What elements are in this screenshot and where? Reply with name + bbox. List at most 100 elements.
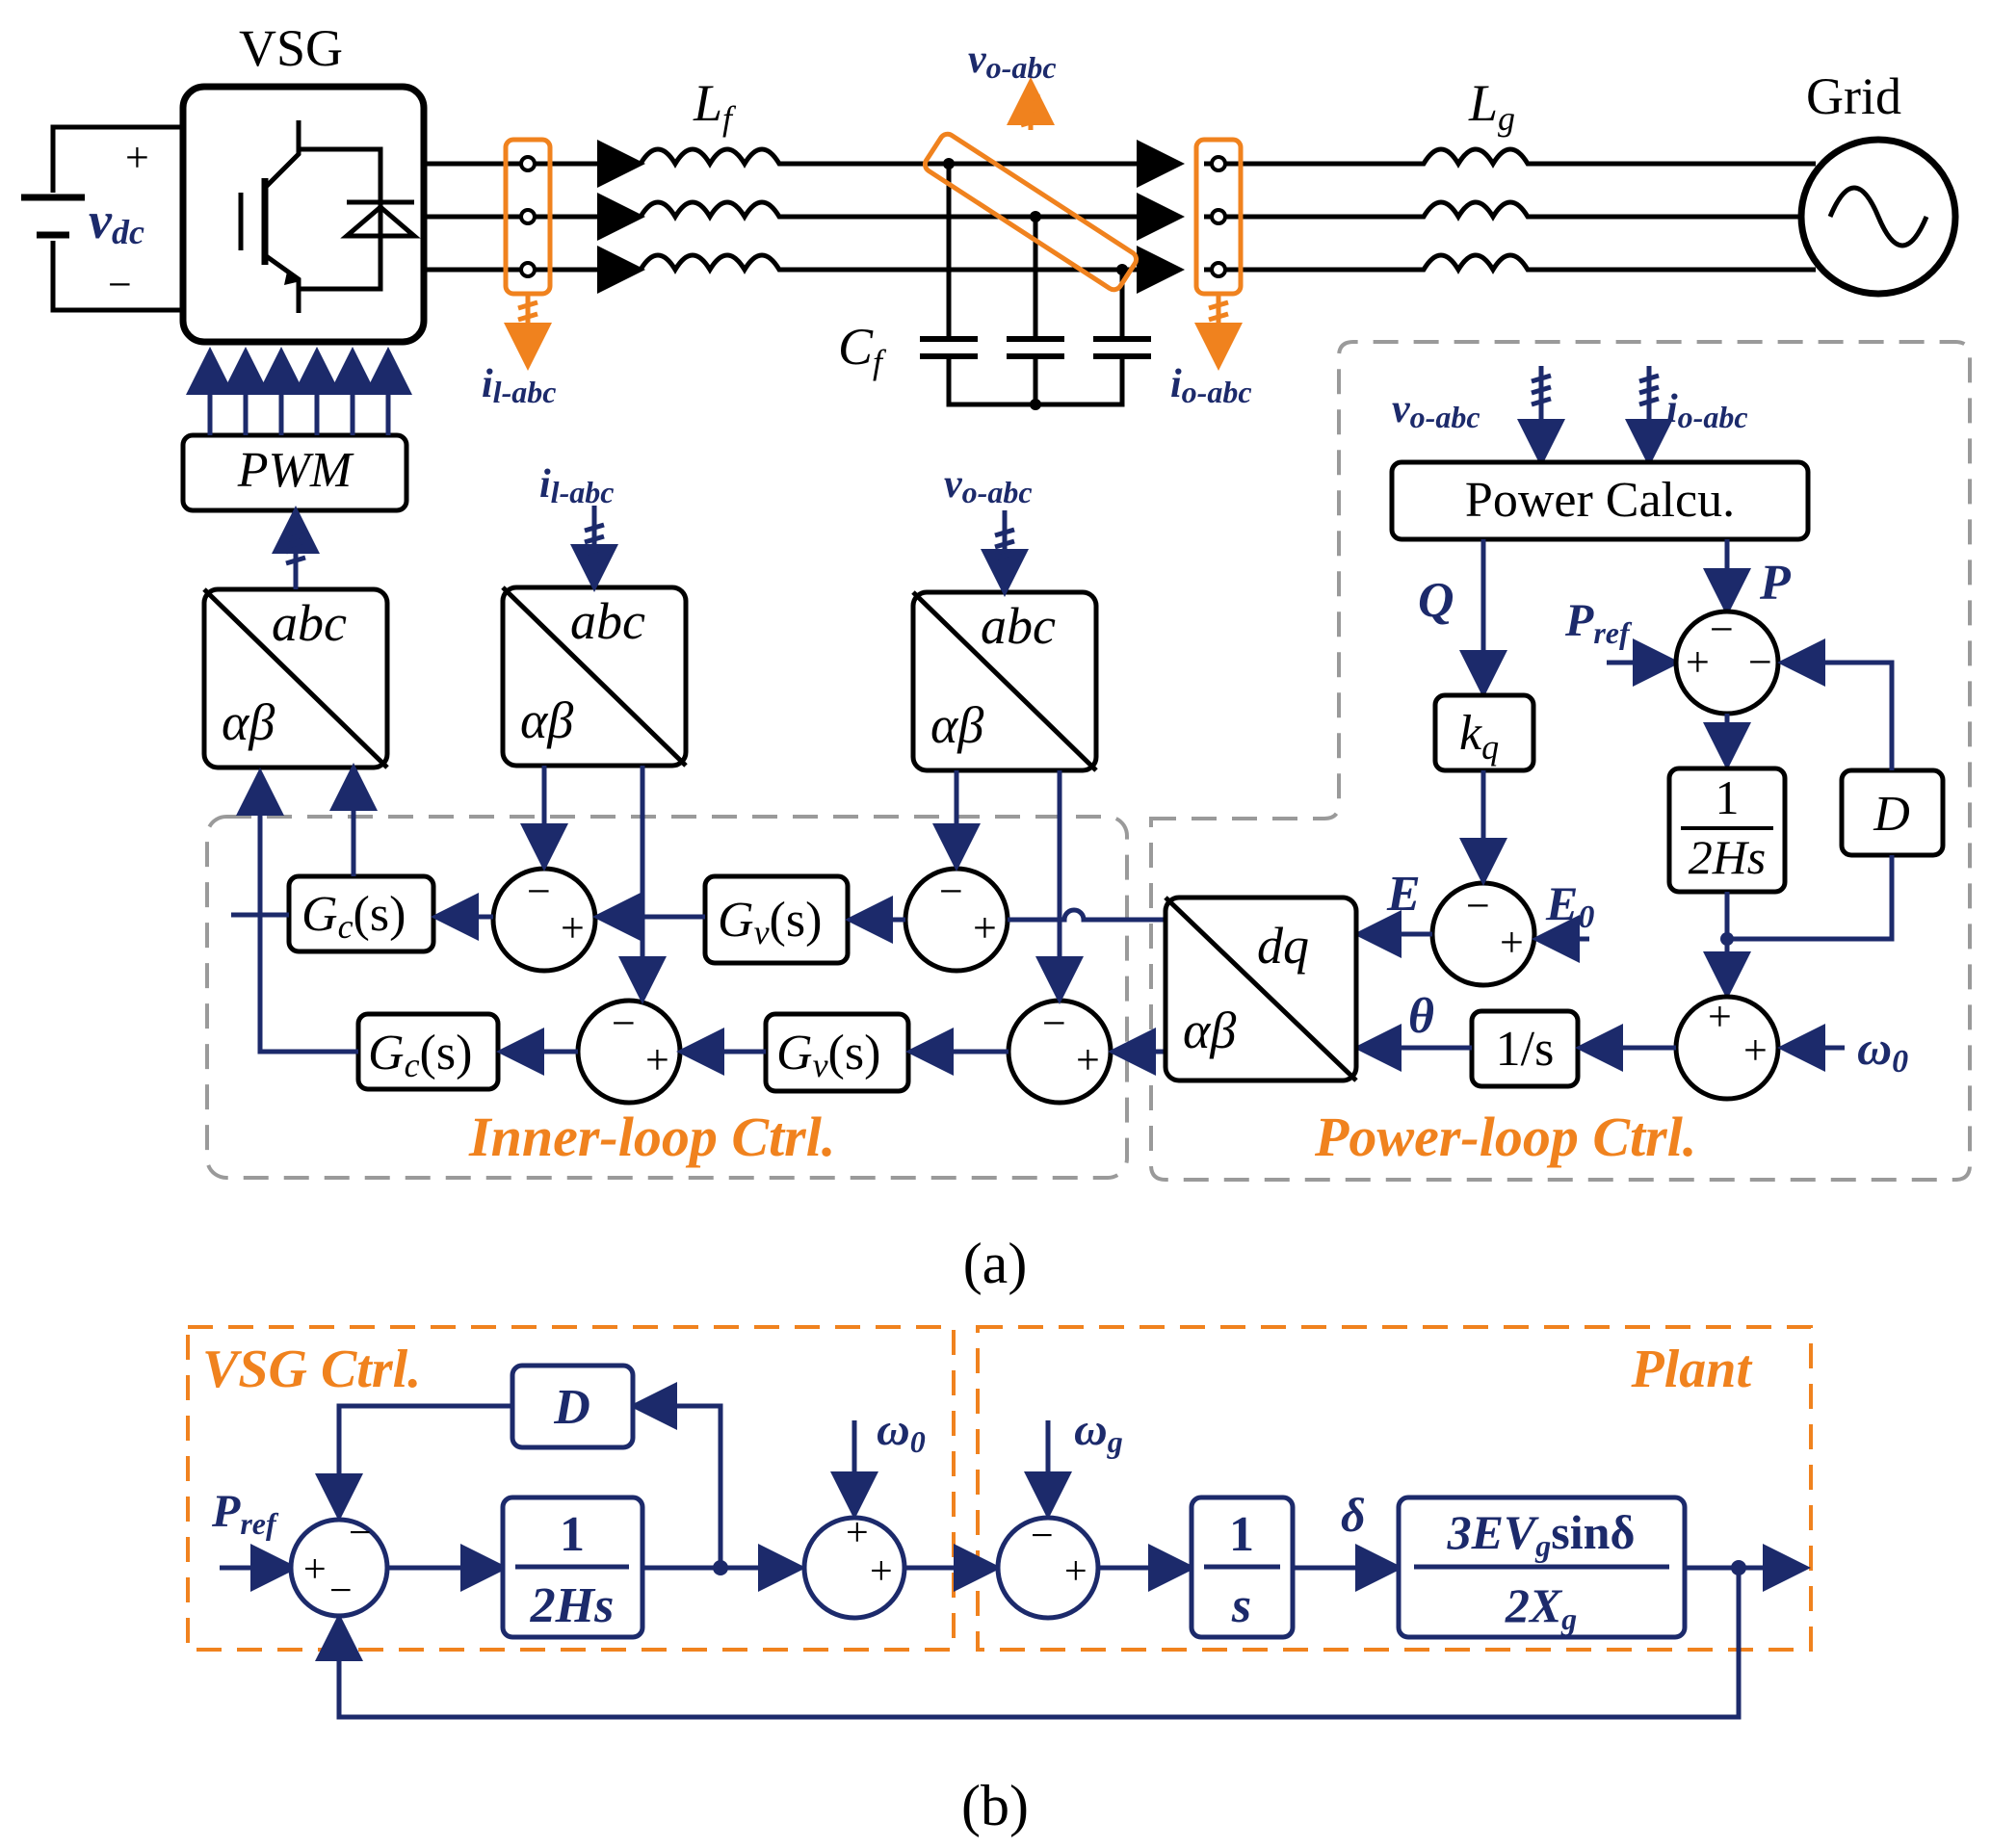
svg-text:1: 1 xyxy=(560,1507,585,1562)
sine-wave-icon xyxy=(1827,185,1929,248)
vsg-converter: VSG xyxy=(179,19,428,346)
svg-text:+: + xyxy=(1076,1036,1100,1083)
il-abc-sensor-label: il-abc xyxy=(482,362,556,409)
omega0-label: ω0 xyxy=(1857,1021,1908,1080)
svg-text:αβ: αβ xyxy=(930,696,983,754)
svg-text:+: + xyxy=(645,1036,669,1083)
svg-text:kq: kq xyxy=(1459,706,1499,767)
svg-text:αβ: αβ xyxy=(520,691,573,749)
svg-text:+: + xyxy=(973,904,997,951)
svg-text:abc: abc xyxy=(272,594,347,652)
svg-text:+: + xyxy=(1708,993,1732,1040)
svg-text:+: + xyxy=(561,904,585,951)
svg-text:αβ: αβ xyxy=(222,693,275,751)
svg-text:−: − xyxy=(612,1000,636,1047)
caption-b: (b) xyxy=(961,1774,1029,1837)
io-abc-sensor-label: io-abc xyxy=(1170,362,1252,409)
grid-label: Grid xyxy=(1806,67,1901,125)
svg-text:Gv(s): Gv(s) xyxy=(776,1026,880,1084)
svg-text:+: + xyxy=(1500,919,1524,966)
svg-text:−: − xyxy=(349,1511,372,1555)
omegag-b-label: ωg xyxy=(1074,1404,1123,1459)
dc-minus: − xyxy=(108,261,132,308)
igbt-icon xyxy=(238,120,421,313)
svg-text:−: − xyxy=(329,1569,353,1613)
inner-upper-row: Gc(s) − + Gv(s) − + xyxy=(286,866,1010,974)
power-calc-block xyxy=(1389,459,1811,542)
p-label: P xyxy=(1759,556,1792,611)
inner-loop-wiring xyxy=(231,763,1166,1076)
vo-abc-power-input-label: vo-abc xyxy=(1392,387,1480,434)
svg-text:abc: abc xyxy=(570,592,645,650)
phase-lines xyxy=(424,140,1816,294)
pref-label: Pref xyxy=(1564,595,1633,650)
pwm-label: PWM xyxy=(237,443,354,498)
svg-text:−: − xyxy=(1466,882,1490,929)
lf-label: Lf xyxy=(693,74,737,138)
abc-ab-transform-3: abc αβ xyxy=(910,589,1099,773)
svg-text:3EVgsinδ: 3EVgsinδ xyxy=(1447,1505,1636,1563)
cf-label: Cf xyxy=(838,318,887,381)
svg-text:+: + xyxy=(1686,638,1710,686)
power-circuit: + − vdc VSG PWM xyxy=(21,19,1959,513)
power-loop-title: Power-loop Ctrl. xyxy=(1314,1106,1696,1168)
svg-text:+: + xyxy=(846,1511,869,1555)
svg-text:Gc(s): Gc(s) xyxy=(301,887,406,946)
dc-source: + − vdc xyxy=(21,124,183,313)
io-abc-power-input-label: io-abc xyxy=(1666,387,1748,434)
omega0-b-label: ω0 xyxy=(877,1404,926,1459)
vsg-ctrl-title: VSG Ctrl. xyxy=(202,1340,421,1399)
svg-text:−: − xyxy=(1031,1514,1054,1558)
svg-text:−: − xyxy=(1710,606,1734,653)
vo-abc-sensor-label: vo-abc xyxy=(968,38,1057,85)
delta-label: δ xyxy=(1341,1488,1366,1542)
svg-text:D: D xyxy=(553,1380,590,1435)
power-loop-frame: Power-loop Ctrl. xyxy=(1149,340,1972,1182)
pwm-block: PWM xyxy=(180,347,412,513)
svg-text:−: − xyxy=(1748,638,1772,686)
lg-label: Lg xyxy=(1468,74,1515,138)
power-loop: vo-abc io-abc Power Calcu. Q P Pref − + … xyxy=(1163,366,1946,1102)
svg-text:abc: abc xyxy=(981,597,1056,655)
sensors xyxy=(503,77,1244,371)
svg-text:−: − xyxy=(527,868,551,915)
abc-ab-transform-2: abc αβ xyxy=(500,585,689,768)
inner-loop-title: Inner-loop Ctrl. xyxy=(468,1106,835,1168)
svg-text:+: + xyxy=(303,1548,327,1592)
svg-text:1: 1 xyxy=(1229,1507,1254,1562)
svg-text:1: 1 xyxy=(1716,770,1740,824)
caption-a: (a) xyxy=(963,1232,1028,1295)
vdc-label: vdc xyxy=(89,192,144,251)
e-label: E xyxy=(1386,867,1421,922)
dc-plus: + xyxy=(125,134,149,181)
e0-label: E0 xyxy=(1545,876,1594,935)
svg-text:−: − xyxy=(1042,1000,1066,1047)
inner-loop-frame: Inner-loop Ctrl. xyxy=(205,815,1129,1180)
svg-text:Gc(s): Gc(s) xyxy=(368,1026,472,1084)
abc-ab-transform-1: abc αβ xyxy=(201,586,390,770)
plant-title: Plant xyxy=(1631,1340,1753,1399)
svg-text:2Xg: 2Xg xyxy=(1505,1578,1577,1636)
svg-text:s: s xyxy=(1231,1578,1251,1633)
svg-text:Power Calcu.: Power Calcu. xyxy=(1465,473,1735,528)
svg-text:D: D xyxy=(1873,787,1910,842)
svg-text:+: + xyxy=(1064,1549,1087,1594)
pref-b-label: Pref xyxy=(211,1486,279,1541)
theta-label: θ xyxy=(1408,989,1434,1044)
svg-text:αβ: αβ xyxy=(1183,1002,1236,1059)
svg-text:1/s: 1/s xyxy=(1496,1022,1555,1077)
svg-text:Gv(s): Gv(s) xyxy=(718,893,822,951)
vsg-title: VSG xyxy=(239,19,343,77)
svg-text:+: + xyxy=(870,1549,893,1594)
svg-text:dq: dq xyxy=(1257,917,1309,975)
grid-source: Grid xyxy=(1797,67,1959,298)
vo-abc-input-label: vo-abc xyxy=(944,462,1033,509)
svg-text:+: + xyxy=(1743,1027,1768,1074)
il-abc-input-label: il-abc xyxy=(539,462,614,509)
q-label: Q xyxy=(1418,573,1454,628)
diagram-b: VSG Ctrl. Plant Pref + − − 1 2Hs D + + ω… xyxy=(186,1325,1813,1720)
svg-text:2Hs: 2Hs xyxy=(1689,830,1767,884)
svg-text:2Hs: 2Hs xyxy=(530,1578,615,1633)
